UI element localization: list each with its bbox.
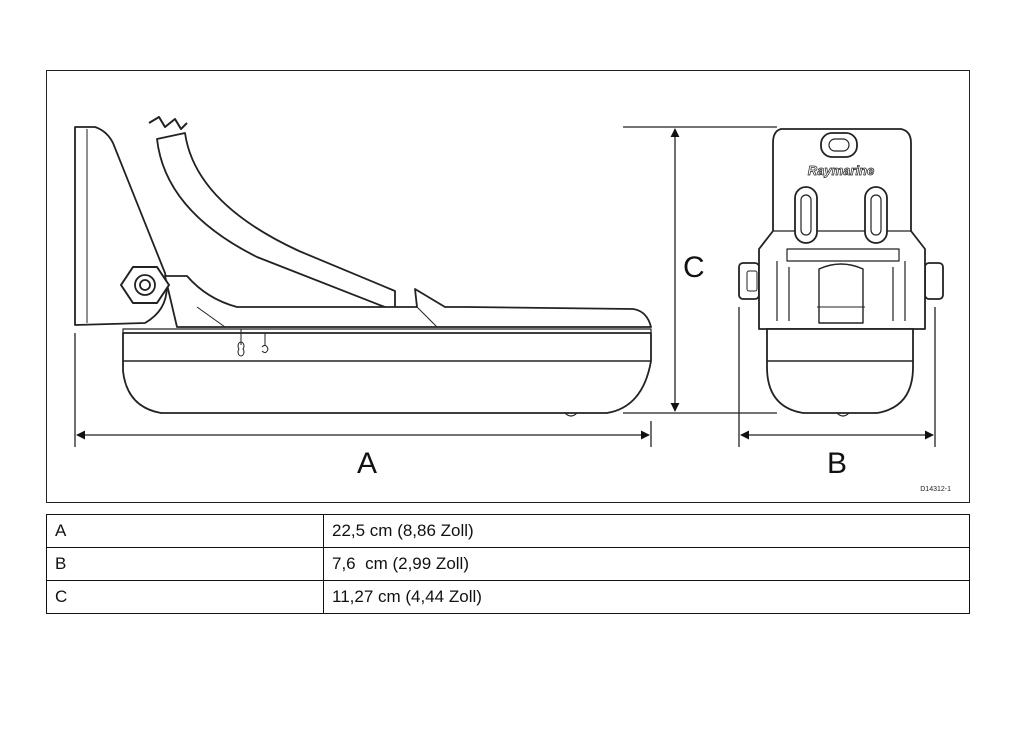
dimension-value: 22,5 cm (8,86 Zoll)	[323, 514, 970, 548]
dimension-lines	[74, 126, 936, 447]
dimension-key: C	[46, 580, 324, 614]
brand-logo: Raymarine	[808, 163, 874, 178]
figure-reference-code: D14312-1	[920, 486, 951, 493]
front-transducer-body	[766, 328, 914, 414]
dimension-label-c: C	[683, 251, 705, 284]
dimension-key: B	[46, 547, 324, 581]
cable-break-symbol	[148, 116, 188, 130]
dimension-label-b: B	[827, 447, 848, 480]
cable-tube	[156, 132, 396, 312]
transducer-body	[122, 332, 652, 414]
side-view	[74, 116, 652, 417]
table-row: A 22,5 cm (8,86 Zoll)	[46, 514, 970, 548]
transducer-drawing: Raymarine	[74, 116, 944, 447]
table-row: B 7,6 cm (2,99 Zoll)	[46, 547, 970, 581]
dimension-value: 7,6 cm (2,99 Zoll)	[323, 547, 970, 581]
dimension-label-a: A	[357, 447, 378, 480]
dimension-key: A	[46, 514, 324, 548]
right-knob	[924, 262, 944, 300]
strut	[164, 275, 652, 328]
transducer-dimension-diagram: Raymarine A B C D14312-1	[46, 70, 970, 503]
dimension-value: 11,27 cm (4,44 Zoll)	[323, 580, 970, 614]
front-view	[738, 128, 944, 417]
table-row: C 11,27 cm (4,44 Zoll)	[46, 580, 970, 614]
bracket-head	[758, 128, 926, 330]
dimensions-table: A 22,5 cm (8,86 Zoll) B 7,6 cm (2,99 Zol…	[46, 514, 970, 614]
